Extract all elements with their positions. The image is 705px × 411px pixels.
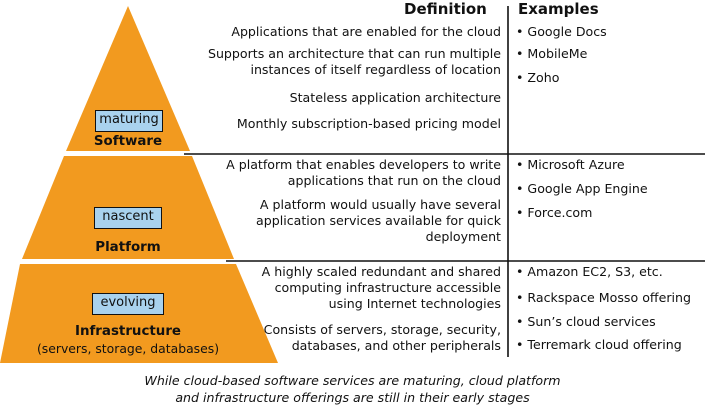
infrastructure-tier-subtitle: (servers, storage, databases)	[36, 341, 220, 356]
infrastructure-example-2: • Rackspace Mosso offering	[516, 290, 691, 305]
infrastructure-definition-2: Consists of servers, storage, security, …	[263, 322, 501, 353]
infrastructure-example-3: • Sun’s cloud services	[516, 314, 656, 329]
software-status-badge: maturing	[95, 110, 163, 132]
platform-definition-2: A platform would usually have several ap…	[255, 197, 501, 244]
platform-example-2: • Google App Engine	[516, 181, 648, 196]
software-definition-4: Monthly subscription-based pricing model	[236, 116, 501, 131]
software-definition-1: Applications that are enabled for the cl…	[231, 24, 501, 39]
software-definition-2: Supports an architecture that can run mu…	[207, 46, 501, 77]
platform-example-1: • Microsoft Azure	[516, 157, 625, 172]
software-example-3: • Zoho	[516, 70, 560, 85]
software-definition-3: Stateless application architecture	[289, 90, 501, 105]
software-example-1: • Google Docs	[516, 24, 607, 39]
platform-definition-1: A platform that enables developers to wr…	[226, 157, 501, 188]
platform-status-badge: nascent	[94, 207, 162, 229]
platform-example-3: • Force.com	[516, 205, 593, 220]
caption-line-2: and infrastructure offerings are still i…	[175, 390, 530, 405]
software-tier-label: Software	[93, 134, 163, 149]
caption-line-1: While cloud-based software services are …	[144, 373, 561, 388]
infrastructure-example-1: • Amazon EC2, S3, etc.	[516, 264, 663, 279]
definition-header: Definition	[404, 0, 487, 18]
software-example-2: • MobileMe	[516, 46, 588, 61]
platform-tier-label: Platform	[95, 240, 161, 255]
infrastructure-definition-1: A highly scaled redundant and shared com…	[261, 264, 501, 311]
examples-header: Examples	[518, 0, 599, 18]
infrastructure-tier-label: Infrastructure	[74, 324, 182, 339]
infrastructure-status-badge: evolving	[92, 293, 164, 315]
infrastructure-example-4: • Terremark cloud offering	[516, 337, 682, 352]
